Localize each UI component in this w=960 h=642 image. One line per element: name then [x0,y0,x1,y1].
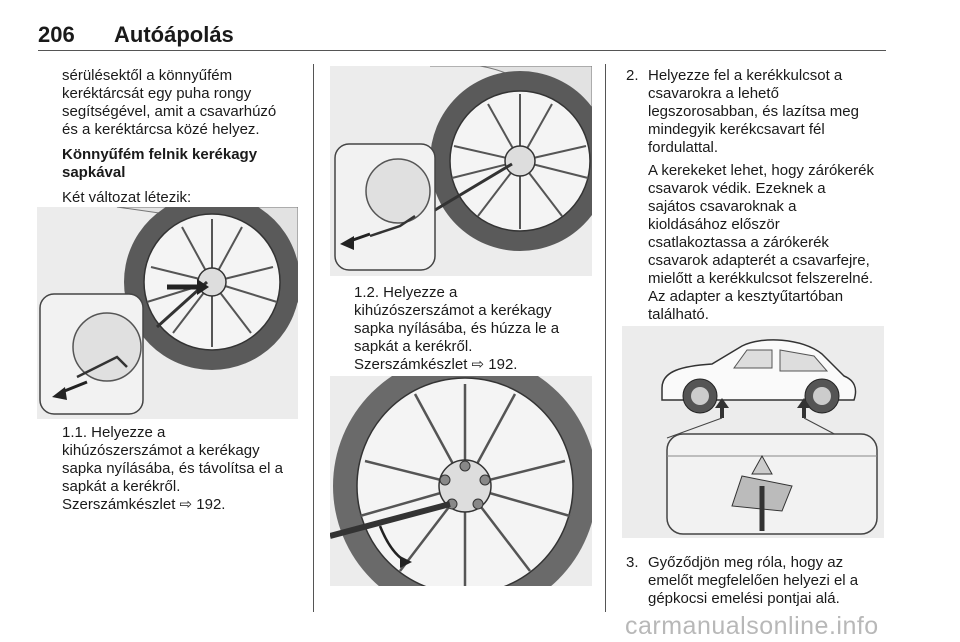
subheading: Könnyűfém felnik kerékagy sapkával [62,146,258,181]
step-2-text: Helyezze fel a kerékkulcsot a csavarokra… [648,67,859,156]
step-3-number: 3. [626,554,639,571]
column-divider-2 [605,64,606,612]
step-1-2: 1.2. Helyezze a kihúzószerszámot a kerék… [354,284,560,373]
variants-text: Két változat létezik: [62,189,192,206]
page-number: 206 [38,22,75,47]
figure-hubcap-removal-2 [330,66,592,276]
step-2-note: A kerekeket lehet, hogy zárókerék csavar… [648,162,874,323]
column-divider-1 [313,64,314,612]
figure-jack-points [622,326,884,538]
step-3-text: Győződjön meg róla, hogy az emelőt megfe… [648,554,859,607]
step-2-number: 2. [626,67,639,84]
section-title: Autóápolás [114,22,234,47]
step-1-1: 1.1. Helyezze a kihúzószerszámot a kerék… [62,424,283,513]
watermark: carmanualsonline.info [625,612,879,640]
intro-paragraph: sérülésektől a könnyűfém keréktárcsát eg… [62,67,277,138]
header-rule [38,50,886,51]
figure-hubcap-removal-1 [37,207,298,419]
figure-wheel-wrench [330,376,592,586]
